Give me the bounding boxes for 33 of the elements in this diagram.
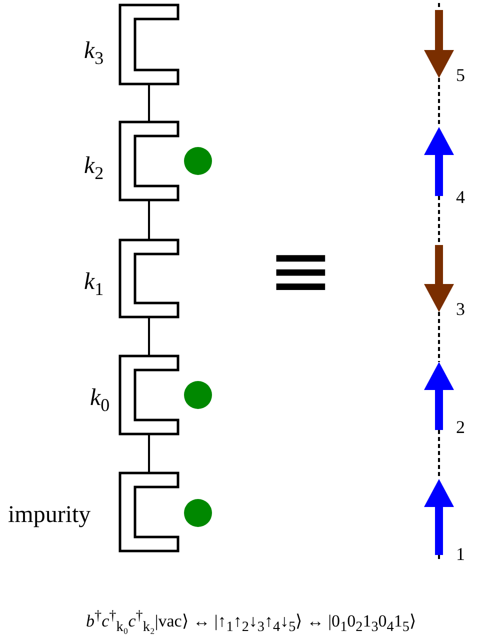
connector-line	[148, 434, 150, 473]
site-label: k$_{3}$	[84, 39, 104, 67]
state-formula: b$^{†}$c$^{†}$$_{k₀}$c$^{†}$$_{k₂}$|vac⟩ ↔ |↑$_{1}$↑$_{2}$↓$_{3}$↑$_{4}$↓$_{5}$⟩ ↔ |0$_{1}$0$_{2}$1$_{3}$0$_{4}$1$_{5}$⟩	[86, 607, 416, 638]
spin-arrow	[424, 127, 454, 196]
dashed-line	[438, 312, 440, 362]
site-number: 3	[456, 300, 465, 318]
site-label: k$_{1}$	[84, 270, 104, 298]
spin-arrow	[424, 245, 454, 312]
spin-arrow	[424, 479, 454, 555]
bracket-shape	[118, 238, 180, 318]
bracket-shape	[118, 472, 180, 552]
site-number: 1	[456, 545, 465, 563]
dot	[184, 381, 212, 409]
site-label: impurity	[8, 503, 91, 527]
bracket-shape	[118, 4, 180, 86]
dot	[184, 147, 212, 175]
site-label: k$_{0}$	[90, 386, 110, 414]
equivalence-sign: ≡	[268, 232, 334, 310]
bracket-shape	[118, 120, 180, 202]
dot	[184, 499, 212, 527]
site-number: 2	[456, 418, 465, 436]
connector-line	[148, 200, 150, 240]
spin-arrow	[424, 362, 454, 430]
bracket-shape	[118, 354, 180, 436]
dashed-line	[438, 78, 440, 127]
connector-line	[148, 317, 150, 356]
spin-arrow	[424, 10, 454, 78]
dashed-line	[438, 196, 440, 245]
dashed-line	[438, 430, 440, 479]
site-number: 5	[456, 66, 465, 84]
site-number: 4	[456, 188, 465, 206]
site-label: k$_{2}$	[84, 154, 104, 182]
connector-line	[148, 84, 150, 122]
